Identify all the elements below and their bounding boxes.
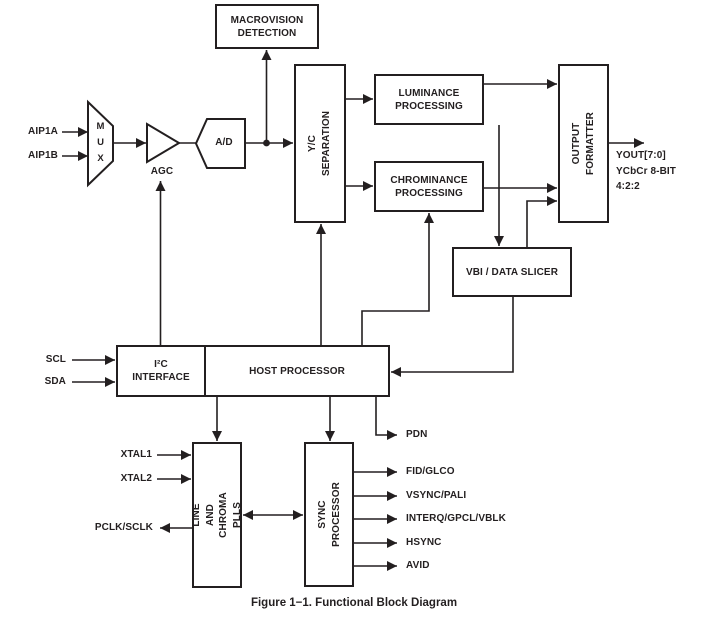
macrovision-detection-label: MACROVISION DETECTION [230,14,304,39]
vbi-data-slicer-block: VBI / DATA SLICER [452,247,572,297]
yout-bus-label: YOUT[7:0] [616,150,666,161]
output-formatter-label: OUTPUT FORMATTER [571,112,596,175]
sda-label: SDA [44,376,66,387]
host-processor-label: HOST PROCESSOR [249,365,345,377]
adc-shape [194,118,246,169]
output-formatter-block: OUTPUT FORMATTER [558,64,609,223]
pclk-sclk-label: PCLK/SCLK [94,522,153,533]
sync-processor-block: SYNC PROCESSOR [304,442,354,587]
yout-rate-label: 4:2:2 [616,181,640,192]
hsync-label: HSYNC [406,537,442,548]
wire-vbi-to-host [391,297,514,377]
line-chroma-plls-label: LINE AND CHROMA PLLS [191,492,243,538]
scl-label: SCL [45,354,66,365]
pdn-label: PDN [406,429,428,440]
mux-shape [87,99,114,188]
agc-label: AGC [150,166,174,177]
avid-label: AVID [406,560,430,571]
wire-junction-dot [263,139,270,147]
chrominance-processing-block: CHROMINANCE PROCESSING [374,161,484,212]
line-chroma-plls-block: LINE AND CHROMA PLLS [191,442,243,588]
luminance-processing-block: LUMINANCE PROCESSING [374,74,484,125]
macrovision-detection-block: MACROVISION DETECTION [215,4,319,49]
yc-separation-block: Y/C SEPARATION [294,64,346,223]
yc-separation-label: Y/C SEPARATION [307,110,333,177]
figure-caption: Figure 1−1. Functional Block Diagram [250,597,458,609]
xtal1-label: XTAL1 [120,449,152,460]
adc-label: A/D [215,137,233,148]
vsync-pali-label: VSYNC/PALI [406,490,467,501]
interq-gpcl-vblk-label: INTERQ/GPCL/VBLK [406,513,506,524]
vbi-data-slicer-label: VBI / DATA SLICER [465,266,559,278]
i2c-interface-block: I²C INTERFACE [118,347,206,395]
xtal2-label: XTAL2 [120,473,152,484]
fid-glco-label: FID/GLCO [406,466,455,477]
yout-format-label: YCbCr 8-BIT [616,166,676,177]
i2c-host-block: I²C INTERFACE HOST PROCESSOR [116,345,390,397]
aip1a-label: AIP1A [28,126,58,137]
wire-host-to-pdn [375,397,397,440]
sync-processor-label: SYNC PROCESSOR [316,482,342,547]
luminance-processing-label: LUMINANCE PROCESSING [395,87,463,112]
chrominance-processing-label: CHROMINANCE PROCESSING [390,174,468,199]
aip1b-label: AIP1B [28,150,58,161]
host-processor-block: HOST PROCESSOR [206,347,388,395]
i2c-interface-label: I²C INTERFACE [132,359,190,383]
agc-amplifier-shape [146,122,181,164]
wire-vbi-to-formatter [526,196,557,247]
mux-label: M U X [96,121,105,164]
wire-host-to-chrominance [361,213,434,345]
